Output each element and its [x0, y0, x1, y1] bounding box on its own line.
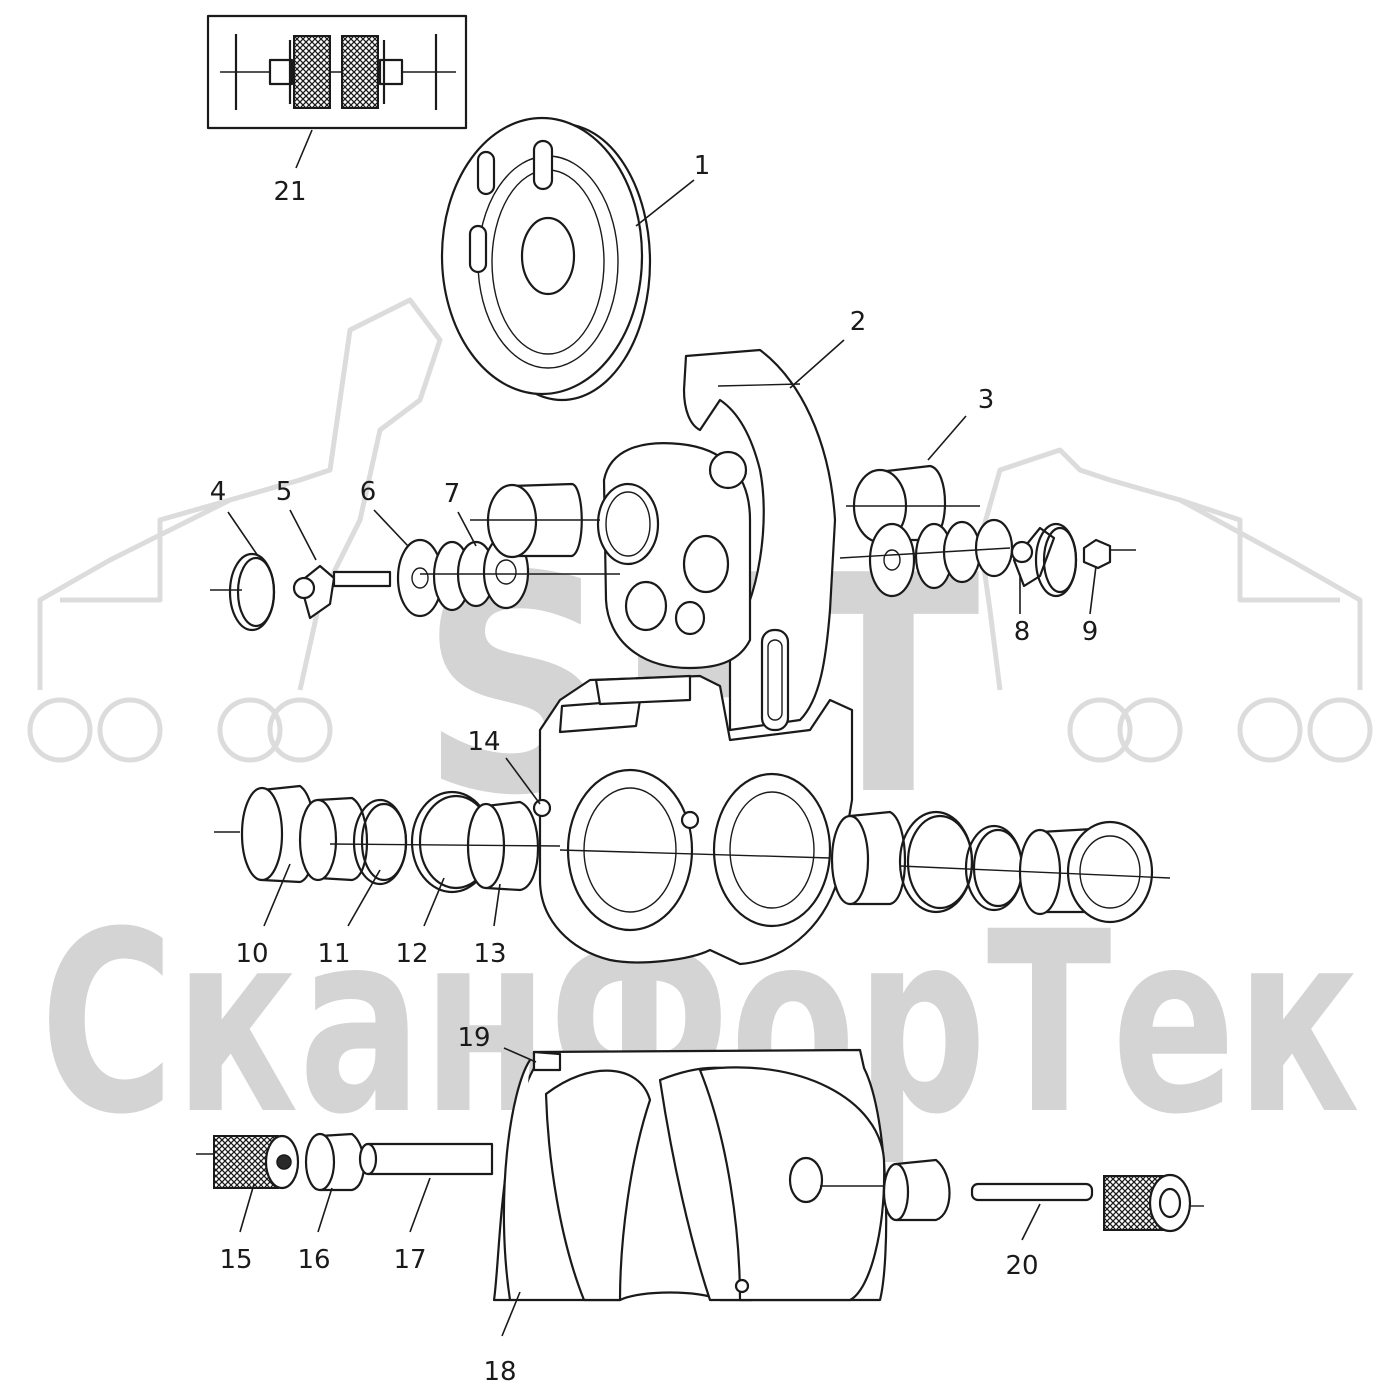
- callout-6: 6: [360, 477, 377, 507]
- watermark-machine-left-icon: [27, 297, 443, 763]
- part-19-rotor-segment: [532, 1050, 562, 1072]
- callout-labels: 1 2 3 4 5 6 7 8 9 10 11 12 13 14 15 16 1…: [210, 151, 1099, 1387]
- callout-8: 8: [1014, 617, 1031, 647]
- part-15-threaded-plug: [196, 1134, 300, 1190]
- part-18-rotor-housing: [492, 1048, 890, 1302]
- callout-18: 18: [483, 1357, 516, 1387]
- callout-13: 13: [473, 939, 506, 969]
- part-5-bolt-with-tab: [292, 564, 392, 620]
- callout-7: 7: [444, 479, 461, 509]
- part-8-lock-tab: [1010, 522, 1078, 598]
- part-9-nut: [1082, 538, 1136, 570]
- part-1-cam-plate: [440, 116, 652, 402]
- callout-17: 17: [393, 1245, 426, 1275]
- part-17-shaft: [358, 1142, 494, 1176]
- part-20-bolt-and-cap: [882, 1158, 1204, 1233]
- callout-19: 19: [457, 1023, 490, 1053]
- main-yoke-carrier: [532, 674, 854, 966]
- callout-12: 12: [395, 939, 428, 969]
- callout-20: 20: [1005, 1251, 1038, 1281]
- callout-10: 10: [235, 939, 268, 969]
- callout-15: 15: [219, 1245, 252, 1275]
- callout-9: 9: [1082, 617, 1099, 647]
- callout-16: 16: [297, 1245, 330, 1275]
- callout-1: 1: [694, 151, 711, 181]
- leader-lines: [227, 129, 1097, 1337]
- callout-5: 5: [276, 477, 293, 507]
- part-right-pin-stack: [830, 810, 1171, 924]
- callout-2: 2: [850, 307, 867, 337]
- watermark-machine-right-icon: [977, 447, 1373, 763]
- part-13-collar: [329, 800, 561, 892]
- part-2-upper-bracket: [596, 348, 837, 732]
- callout-4: 4: [210, 477, 227, 507]
- callout-11: 11: [317, 939, 350, 969]
- callout-21: 21: [273, 177, 306, 207]
- part-left-bushing: [470, 482, 600, 559]
- part-right-washers: [839, 518, 1014, 598]
- part-16-spacer: [304, 1132, 365, 1192]
- part-11-ring: [298, 796, 408, 886]
- part-4-retaining-ring: [210, 552, 276, 632]
- part-21-inset: [206, 14, 468, 130]
- callout-14: 14: [467, 727, 500, 757]
- callout-3: 3: [978, 385, 995, 415]
